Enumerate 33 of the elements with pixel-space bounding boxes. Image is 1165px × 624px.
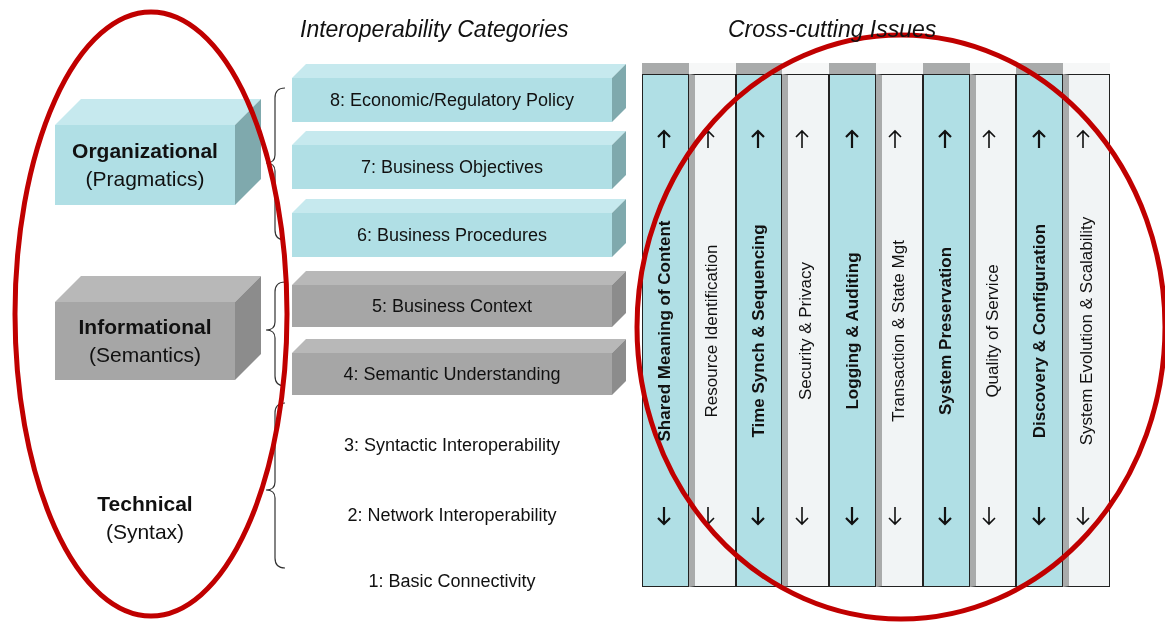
category-label: 2: Network Interoperability xyxy=(347,504,557,526)
issue-column xyxy=(1016,63,1064,587)
issue-column xyxy=(876,63,923,587)
category-label: 8: Economic/Regulatory Policy xyxy=(329,89,575,111)
layer-title: Organizational xyxy=(72,138,218,164)
issue-column xyxy=(1063,63,1110,587)
category-label: 3: Syntactic Interoperability xyxy=(343,434,561,456)
category-label: 4: Semantic Understanding xyxy=(343,363,561,385)
issue-column xyxy=(829,63,876,587)
layer-subtitle: (Pragmatics) xyxy=(85,166,205,192)
category-label: 1: Basic Connectivity xyxy=(368,570,536,592)
layer-title: Technical xyxy=(97,491,193,517)
layer-subtitle: (Syntax) xyxy=(105,519,185,545)
layer-title: Informational xyxy=(78,314,212,340)
issue-label: Logging & Auditing xyxy=(842,252,863,410)
issue-column xyxy=(735,63,783,587)
issue-column xyxy=(642,63,689,587)
issue-label: System Evolution & Scalability xyxy=(1076,216,1097,446)
category-label: 7: Business Objectives xyxy=(360,156,544,178)
category-label: 5: Business Context xyxy=(371,295,533,317)
issue-label: Quality of Service xyxy=(983,264,1003,398)
issue-label: Resource Identification xyxy=(702,244,723,418)
issue-label: Discovery & Configuration xyxy=(1029,223,1050,439)
issue-label: Transaction & State Mgt xyxy=(889,240,910,422)
issue-column xyxy=(688,63,736,587)
issue-label: Shared Meaning of Content xyxy=(655,220,676,442)
section-heading: Interoperability Categories xyxy=(300,16,569,43)
layer-subtitle: (Semantics) xyxy=(89,342,201,368)
category-label: 6: Business Procedures xyxy=(356,224,548,246)
issue-label: Security & Privacy xyxy=(795,262,816,400)
issue-label: System Preservation xyxy=(936,246,957,416)
issue-label: Time Synch & Sequencing xyxy=(749,224,769,438)
issue-column xyxy=(922,63,970,587)
